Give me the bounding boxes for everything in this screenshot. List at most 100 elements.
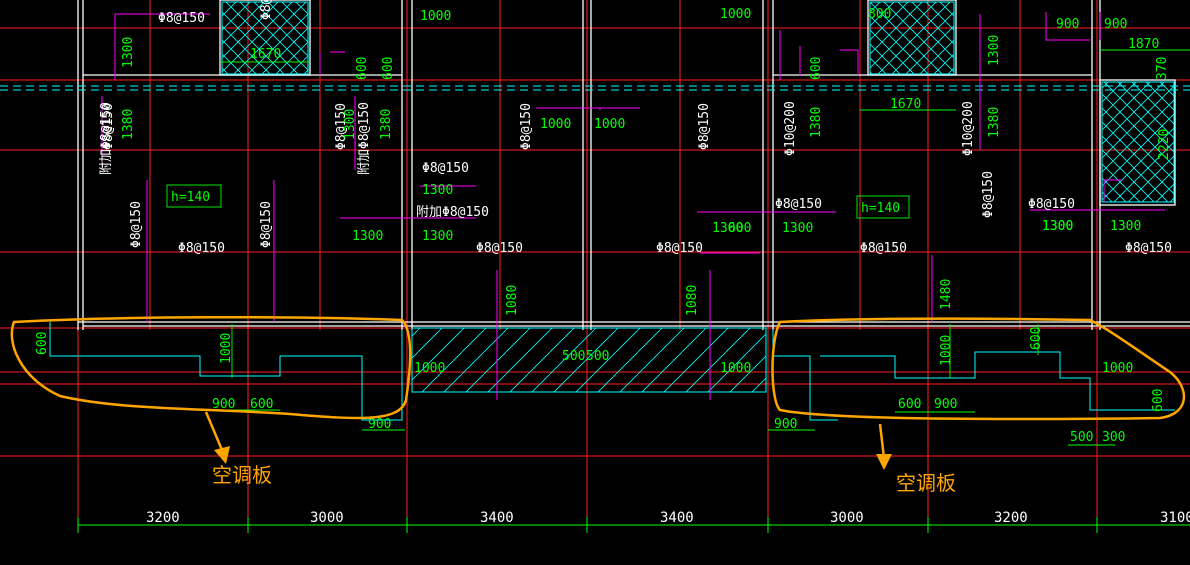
dim-label: 1380 [121, 109, 136, 140]
rebar-label-group: Φ8@150 Φ8@150 Φ8@150 Φ8@150 Φ8@150 Φ8@15… [99, 0, 1172, 256]
rebar-label: 附加Φ8@150 [416, 205, 489, 220]
highlight-outline-right [771, 317, 1186, 421]
dim-label: 1000 [720, 7, 751, 22]
dim-label: 1670 [890, 97, 921, 112]
dim-label: 900 [368, 417, 391, 432]
dim-label: 500 [1070, 430, 1093, 445]
slab-thickness-left: h=140 [171, 190, 210, 205]
dim-label: 1000 [1102, 361, 1133, 376]
dim-label: 1000 [540, 117, 571, 132]
dim-label: 1000 [720, 361, 751, 376]
dim-label: 1300 [987, 35, 1002, 66]
dim-label: 600 [355, 57, 370, 80]
dim-label: 900 [774, 417, 797, 432]
dim-label: 800 [868, 7, 891, 22]
rebar-label: Φ10@200 [961, 101, 976, 156]
dim-label-group: 1000 1000 1670 1300 600 600 1380 1380 10… [35, 7, 1172, 445]
dim-label: 600 [1151, 389, 1166, 412]
dim-label: 1670 [250, 47, 281, 62]
dim-label: 1300 [422, 229, 453, 244]
rebar-label: Φ8@150 [1125, 241, 1172, 256]
rebar-label: Φ8@150 [101, 103, 116, 150]
dim-label: 1380 [987, 107, 1002, 138]
axis-ticks [77, 517, 1098, 533]
arrowhead-left-icon [214, 446, 230, 464]
rebar-label: Φ8@150 [158, 11, 205, 26]
axis-dim-group: 3200 3000 3400 3400 3000 3200 3100 [146, 510, 1190, 526]
dim-lines [78, 49, 1190, 526]
callout-arrow-shaft-left [204, 411, 224, 451]
slab-thickness-right: h=140 [861, 201, 900, 216]
dim-label: 900 [1104, 17, 1127, 32]
arrowhead-right-icon [876, 454, 892, 470]
dim-label: 1480 [939, 279, 954, 310]
rebar-label: Φ8@150 [656, 241, 703, 256]
dim-label: 1380 [809, 107, 824, 138]
callout-arrow-shaft-right [878, 423, 886, 459]
rebar-label: Φ8@150 [422, 161, 469, 176]
highlight-group [10, 315, 1186, 459]
dim-label: 1300 [121, 37, 136, 68]
rebar-label: Φ8@150 [697, 103, 712, 150]
dim-label: 600 [381, 57, 396, 80]
dim-label: 1870 [1128, 37, 1159, 52]
dim-label: 500 [586, 349, 609, 364]
dim-label: 600 [1029, 327, 1044, 350]
rebar-label: Φ8@150 [259, 201, 274, 248]
rebar-label: 附加Φ8@150 [99, 102, 114, 175]
dim-label: 1000 [219, 333, 234, 364]
rebar-label: Φ8@150 [981, 171, 996, 218]
axis-dim-label: 3400 [480, 510, 514, 526]
callout-label-left: 空调板 [212, 463, 272, 487]
dim-label: 600 [898, 397, 921, 412]
callout-label-right: 空调板 [896, 471, 956, 495]
rebar-label: Φ8@150 [860, 241, 907, 256]
dim-label: 900 [212, 397, 235, 412]
axis-dim-label: 3100 [1160, 510, 1190, 526]
rebar-label: 附加Φ8@150 [357, 102, 372, 175]
dim-label: 600 [35, 332, 50, 355]
dim-label: 1300 [352, 229, 383, 244]
cyan-elements [0, 1, 1190, 421]
dim-label: 900 [1056, 17, 1079, 32]
dim-label: 900 [934, 397, 957, 412]
dim-label: 1000 [594, 117, 625, 132]
rebar-label: Φ8@150 [259, 0, 274, 20]
rebar-label: Φ8@150 [334, 103, 349, 150]
axis-dim-label: 3000 [310, 510, 344, 526]
rebar-label: Φ8@150 [519, 103, 534, 150]
rebar-label: Φ8@150 [1028, 197, 1075, 212]
dim-label: 1000 [414, 361, 445, 376]
dim-label: 600 [809, 57, 824, 80]
highlight-outline-left [10, 315, 412, 420]
dim-label: 1300 [1110, 219, 1141, 234]
dim-label: 1300 [343, 109, 358, 140]
axis-dim-label: 3400 [660, 510, 694, 526]
dim-label: 2220 [1157, 129, 1172, 160]
rebar-label: Φ10@200 [783, 101, 798, 156]
rebar-label: Φ8@150 [476, 241, 523, 256]
dim-label: 1000 [420, 9, 451, 24]
rebar-label: Φ8@150 [775, 197, 822, 212]
dim-label: 1080 [505, 285, 520, 316]
dim-label: 1300 [422, 183, 453, 198]
axis-dim-label: 3200 [994, 510, 1028, 526]
dim-label: 600 [728, 221, 751, 236]
dim-label: 1300 [782, 221, 813, 236]
axis-dim-label: 3000 [830, 510, 864, 526]
grid-lines [0, 0, 1190, 520]
rebar-lines [101, 12, 1165, 400]
rebar-label: Φ8@150 [129, 201, 144, 248]
dim-label: 370 [1155, 57, 1170, 80]
dim-label: 1000 [939, 335, 954, 366]
dim-label: 1080 [685, 285, 700, 316]
dim-label: 1300 [1042, 219, 1073, 234]
dim-label: 500 [562, 349, 585, 364]
axis-dim-label: 3200 [146, 510, 180, 526]
wall-outlines [77, 0, 1190, 330]
rebar-label: Φ8@150 [178, 241, 225, 256]
dim-label: 300 [1102, 430, 1125, 445]
dim-label: 1380 [379, 109, 394, 140]
